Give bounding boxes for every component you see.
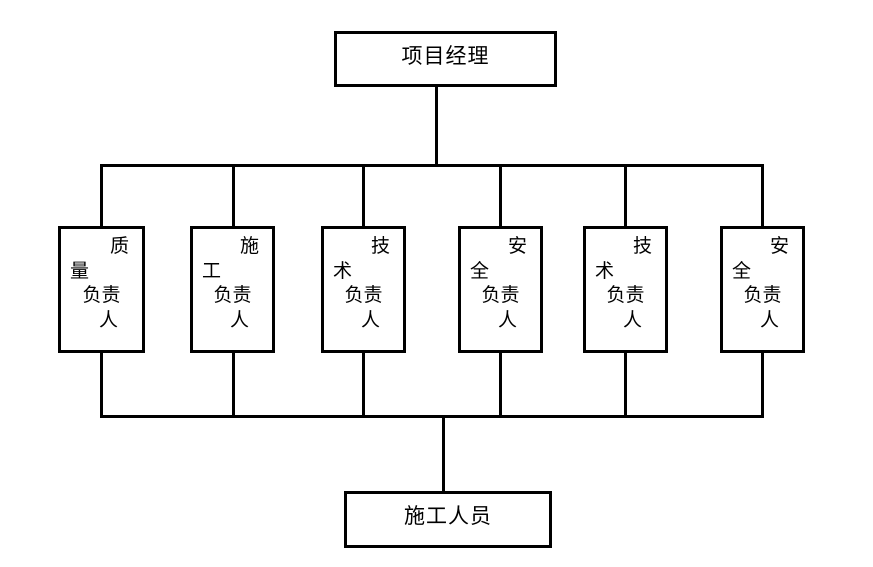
connector-node-2-to-lower-bus [232, 352, 235, 418]
connector-bus-to-node-3 [362, 164, 365, 228]
node-construction-personnel-label: 施工人员 [404, 504, 492, 528]
connector-node-1-to-lower-bus [100, 352, 103, 418]
node-construction-personnel[interactable]: 施工人员 [344, 491, 552, 548]
node-safety-manager[interactable]: 安 全 负责 人 [458, 226, 543, 353]
lower-bus-line [100, 415, 764, 418]
connector-bus-to-node-1 [100, 164, 103, 228]
node-safety-manager-2-label: 安 全 负责 人 [732, 236, 789, 332]
node-construction-manager-label: 施 工 负责 人 [202, 236, 259, 332]
node-quality-manager-label: 质 量 负责 人 [70, 236, 129, 332]
connector-bus-to-node-2 [232, 164, 235, 228]
node-construction-manager[interactable]: 施 工 负责 人 [190, 226, 275, 353]
node-technical-manager[interactable]: 技 术 负责 人 [321, 226, 406, 353]
node-safety-manager-label: 安 全 负责 人 [470, 236, 527, 332]
connector-node-4-to-lower-bus [499, 352, 502, 418]
node-project-manager[interactable]: 项目经理 [334, 31, 557, 87]
connector-bus-to-node-6 [761, 164, 764, 228]
node-technical-manager-2[interactable]: 技 术 负责 人 [583, 226, 668, 353]
connector-bus-to-bottom [442, 415, 445, 493]
connector-top-to-bus [435, 86, 438, 167]
connector-node-3-to-lower-bus [362, 352, 365, 418]
node-safety-manager-2[interactable]: 安 全 负责 人 [720, 226, 805, 353]
node-project-manager-label: 项目经理 [401, 44, 490, 68]
connector-node-6-to-lower-bus [761, 352, 764, 418]
connector-node-5-to-lower-bus [624, 352, 627, 418]
upper-bus-line [101, 164, 763, 167]
connector-bus-to-node-5 [624, 164, 627, 228]
node-quality-manager[interactable]: 质 量 负责 人 [58, 226, 145, 353]
node-technical-manager-label: 技 术 负责 人 [333, 236, 390, 332]
connector-bus-to-node-4 [499, 164, 502, 228]
node-technical-manager-2-label: 技 术 负责 人 [595, 236, 652, 332]
